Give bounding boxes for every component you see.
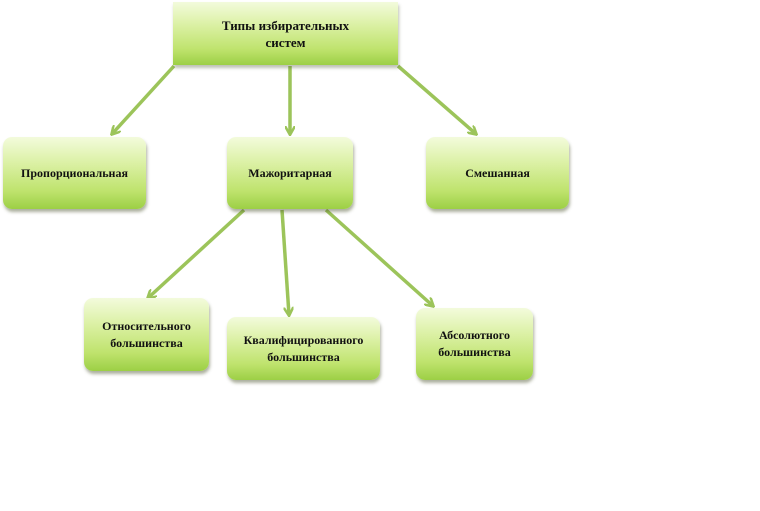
relative-majority-node-label: Относительного большинства: [102, 318, 191, 350]
root-node-label: Типы избирательных систем: [221, 17, 350, 50]
qualified-majority-node-label: Квалифицированного большинства: [243, 332, 364, 364]
qualified-majority-node: Квалифицированного большинства: [227, 317, 380, 380]
absolute-majority-node: Абсолютного большинства: [416, 308, 533, 380]
mixed-node: Смешанная: [426, 137, 569, 209]
proportional-node-label: Пропорциональная: [21, 165, 128, 180]
arrow-majoritarian-to-qualified: [280, 209, 289, 315]
proportional-node: Пропорциональная: [3, 137, 146, 209]
majoritarian-node-label: Мажоритарная: [248, 165, 332, 180]
root-node: Типы избирательных систем: [173, 2, 398, 65]
arrow-majoritarian-to-relative: [148, 208, 246, 298]
relative-majority-node: Относительного большинства: [84, 298, 209, 371]
absolute-majority-node-label: Абсолютного большинства: [438, 328, 511, 359]
arrow-root-to-proportional: [112, 64, 176, 134]
mixed-node-label: Смешанная: [465, 165, 530, 180]
arrow-majoritarian-to-absolute: [324, 208, 433, 306]
majoritarian-node: Мажоритарная: [227, 137, 353, 209]
arrow-root-to-mixed: [396, 64, 476, 134]
